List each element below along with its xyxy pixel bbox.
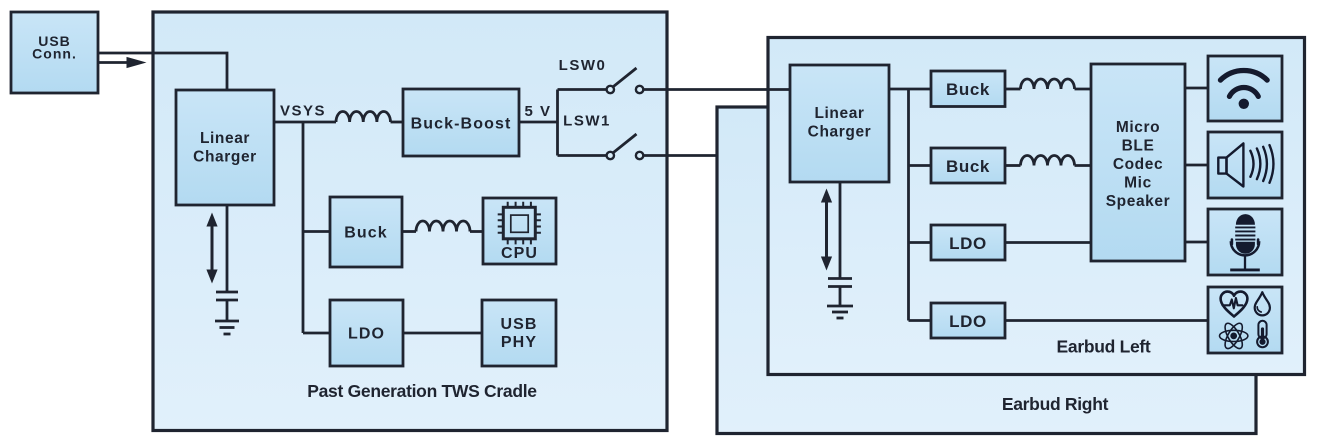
svg-text:LSW1: LSW1 — [563, 113, 611, 130]
svg-text:PHY: PHY — [501, 334, 537, 351]
svg-text:VSYS: VSYS — [280, 103, 326, 120]
svg-text:Charger: Charger — [808, 124, 872, 141]
svg-text:Micro: Micro — [1116, 119, 1160, 136]
svg-text:LDO: LDO — [348, 326, 385, 343]
svg-text:Mic: Mic — [1124, 175, 1152, 192]
svg-text:BLE: BLE — [1122, 138, 1155, 155]
svg-text:LDO: LDO — [949, 312, 987, 331]
svg-text:Linear: Linear — [200, 130, 250, 147]
svg-text:Past Generation TWS Cradle: Past Generation TWS Cradle — [307, 381, 537, 401]
svg-text:Earbud Left: Earbud Left — [1057, 337, 1151, 357]
svg-text:CPU: CPU — [501, 245, 538, 262]
svg-text:USB: USB — [500, 316, 537, 333]
svg-text:Charger: Charger — [193, 149, 257, 166]
svg-text:Speaker: Speaker — [1106, 193, 1171, 210]
svg-text:Buck: Buck — [946, 80, 990, 99]
svg-text:Buck-Boost: Buck-Boost — [411, 116, 512, 133]
svg-text:Conn.: Conn. — [32, 46, 77, 62]
svg-text:Codec: Codec — [1113, 156, 1163, 173]
svg-text:USB: USB — [38, 33, 71, 49]
svg-text:LDO: LDO — [949, 234, 987, 253]
svg-text:5 V: 5 V — [524, 103, 551, 120]
svg-text:LSW0: LSW0 — [559, 57, 607, 74]
svg-text:Earbud Right: Earbud Right — [1002, 394, 1109, 414]
svg-text:Buck: Buck — [946, 157, 990, 176]
svg-text:Linear: Linear — [814, 105, 864, 122]
svg-text:Buck: Buck — [344, 225, 388, 242]
